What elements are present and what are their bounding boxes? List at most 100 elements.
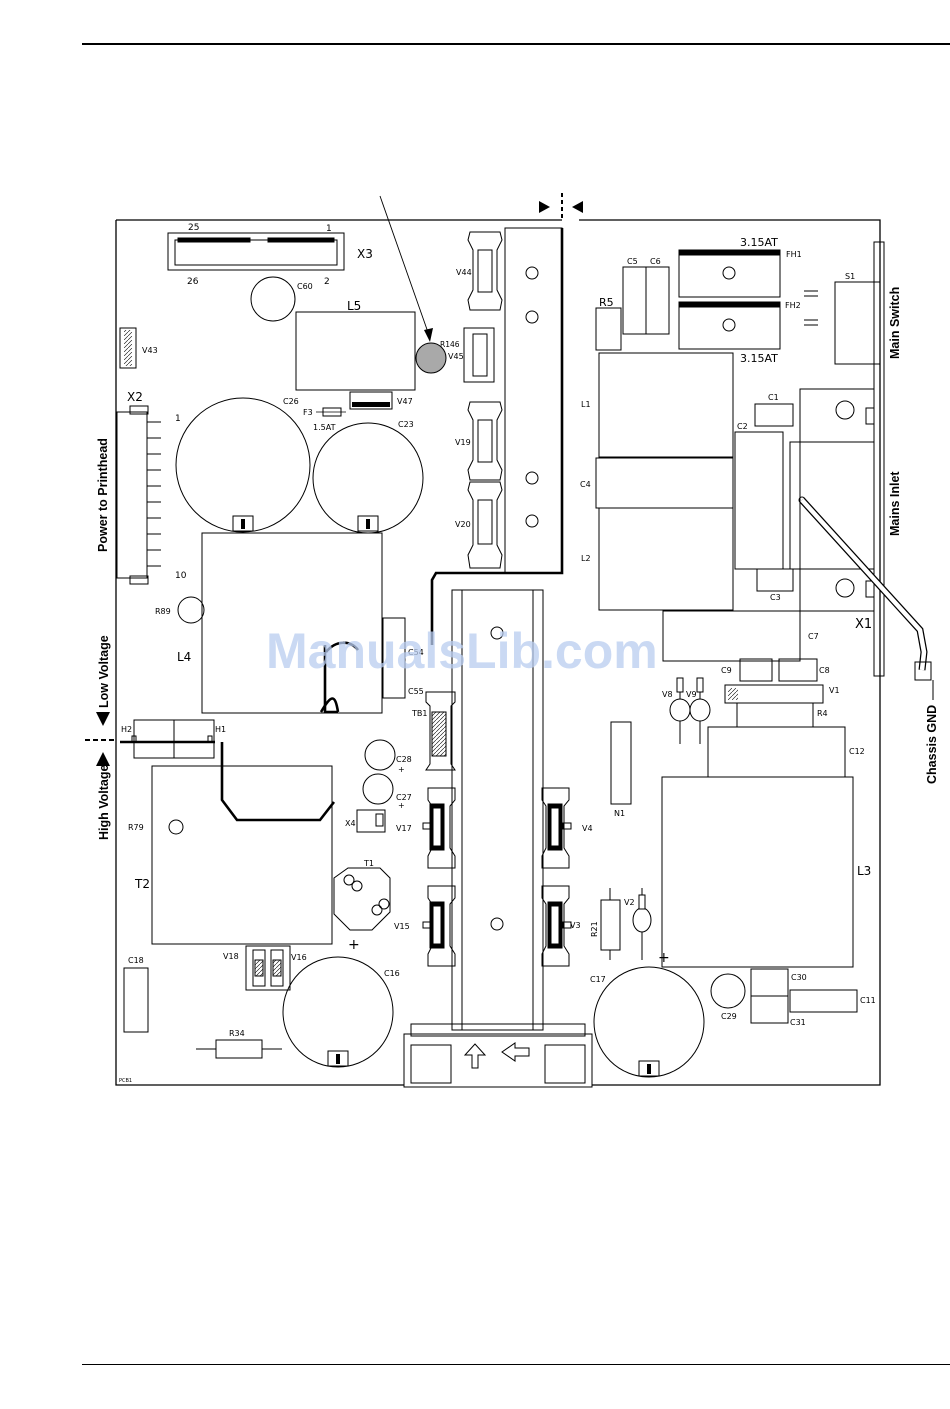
transistor-v3 bbox=[541, 885, 572, 967]
isolation-marker-top bbox=[539, 193, 583, 220]
c18-label: C18 bbox=[128, 956, 144, 965]
l2-label: L2 bbox=[581, 554, 591, 563]
r34-label: R34 bbox=[229, 1029, 245, 1038]
c4-label: C4 bbox=[580, 480, 591, 489]
c6-label: C6 bbox=[650, 257, 661, 266]
transistor-v20 bbox=[467, 481, 503, 569]
l1-label: L1 bbox=[581, 400, 591, 409]
v18-label: V18 bbox=[223, 952, 239, 961]
tb1-label: TB1 bbox=[411, 709, 427, 718]
v45-label: V45 bbox=[448, 352, 464, 361]
capacitor-c7 bbox=[662, 610, 801, 662]
h1-label: H1 bbox=[215, 725, 226, 734]
v47-label: V47 bbox=[397, 397, 413, 406]
c8-label: C8 bbox=[819, 666, 830, 675]
header-rule bbox=[82, 43, 950, 45]
v17-label: V17 bbox=[396, 824, 412, 833]
v20-label: V20 bbox=[455, 520, 471, 529]
v3-label: V3 bbox=[570, 921, 581, 930]
c55-label: C55 bbox=[408, 687, 424, 696]
inductor-l1 bbox=[598, 352, 734, 458]
inductor-l3 bbox=[661, 776, 854, 968]
transformer-t2 bbox=[151, 765, 333, 945]
c1-label: C1 bbox=[768, 393, 779, 402]
resistor-r34 bbox=[215, 1039, 263, 1059]
pointer-arrow bbox=[379, 195, 433, 342]
capacitor-c54 bbox=[382, 617, 406, 699]
ic-n1 bbox=[610, 721, 632, 805]
c17-label: C17 bbox=[590, 975, 606, 984]
capacitor-c60 bbox=[250, 276, 296, 322]
fh1-label: FH1 bbox=[786, 250, 802, 259]
diodes-v18-v16 bbox=[245, 945, 291, 991]
inductor-l4 bbox=[201, 532, 383, 714]
c7-label: C7 bbox=[808, 632, 819, 641]
f3-rating-label: 1.5AT bbox=[313, 423, 336, 432]
capacitors-c30-c31 bbox=[750, 968, 789, 1024]
capacitor-c9 bbox=[739, 658, 773, 682]
capacitor-c3 bbox=[756, 568, 794, 592]
chassis-gnd-label: Chassis GND bbox=[925, 705, 939, 784]
c29-label: C29 bbox=[721, 1012, 737, 1021]
v44-label: V44 bbox=[456, 268, 472, 277]
c28-label: C28 bbox=[396, 755, 412, 764]
v8-label: V8 bbox=[662, 690, 673, 699]
main-switch-label: Main Switch bbox=[888, 287, 902, 359]
low-voltage-label: Low Voltage bbox=[97, 635, 111, 708]
c28-plus: + bbox=[398, 765, 405, 774]
n1-label: N1 bbox=[614, 809, 625, 818]
capacitor-c29 bbox=[710, 973, 746, 1009]
c9-label: C9 bbox=[721, 666, 732, 675]
capacitor-c18 bbox=[123, 967, 149, 1033]
v9-label: V9 bbox=[686, 690, 697, 699]
transistor-v17 bbox=[422, 787, 456, 869]
bottom-connector bbox=[403, 1023, 593, 1088]
fuse-rating-bottom: 3.15AT bbox=[740, 352, 778, 365]
rectifier-v1 bbox=[724, 684, 824, 704]
c11-label: C11 bbox=[860, 996, 876, 1005]
mains-inlet-label: Mains Inlet bbox=[888, 471, 902, 536]
inductor-l5 bbox=[295, 311, 416, 391]
diodes-v8-v9 bbox=[669, 677, 711, 744]
watermark: ManualsLib.com bbox=[266, 623, 658, 679]
c27-label: C27 bbox=[396, 793, 412, 802]
high-voltage-label: High Voltage bbox=[97, 764, 111, 840]
capacitor-c1 bbox=[754, 403, 794, 427]
x3-pin25-label: 25 bbox=[188, 223, 199, 233]
jumper-h1-h2 bbox=[131, 719, 215, 759]
r5-label: R5 bbox=[599, 296, 614, 309]
fuse-rating-top: 3.15AT bbox=[740, 236, 778, 249]
component-tb1 bbox=[425, 691, 456, 771]
resistor-r4 bbox=[736, 702, 814, 728]
c26-label: C26 bbox=[283, 397, 299, 406]
resistor-r146 bbox=[415, 342, 447, 374]
board-edge-strip bbox=[873, 241, 885, 677]
l5-label: L5 bbox=[347, 299, 361, 313]
x2-pin10-label: 10 bbox=[175, 571, 187, 581]
t2-label: T2 bbox=[134, 877, 150, 891]
capacitor-c28 bbox=[364, 739, 396, 771]
c2-label: C2 bbox=[737, 422, 748, 431]
c16-label: C16 bbox=[384, 969, 400, 978]
l4-label: L4 bbox=[177, 650, 191, 664]
capacitor-c12 bbox=[707, 726, 846, 778]
inductor-l2 bbox=[598, 507, 734, 611]
c23-label: C23 bbox=[398, 420, 414, 429]
pcb-label: PCB1 bbox=[119, 1078, 132, 1084]
ground-wire-inner bbox=[800, 498, 927, 671]
capacitor-c17 bbox=[593, 966, 705, 1078]
capacitor-c11 bbox=[789, 989, 858, 1013]
capacitor-c4 bbox=[595, 457, 734, 509]
capacitor-c26 bbox=[175, 397, 311, 533]
r146-label: R146 bbox=[440, 340, 460, 349]
v4-label: V4 bbox=[582, 824, 593, 833]
c54-label: C54 bbox=[408, 648, 424, 657]
diode-v43 bbox=[119, 327, 137, 369]
connector-x2 bbox=[116, 405, 161, 585]
heatsink-channel bbox=[451, 589, 544, 1031]
x1-label: X1 bbox=[855, 617, 872, 632]
r79-label: R79 bbox=[128, 823, 144, 832]
f3-label: F3 bbox=[303, 408, 313, 417]
r4-label: R4 bbox=[817, 709, 828, 718]
mains-inlet-x1 bbox=[789, 388, 875, 612]
